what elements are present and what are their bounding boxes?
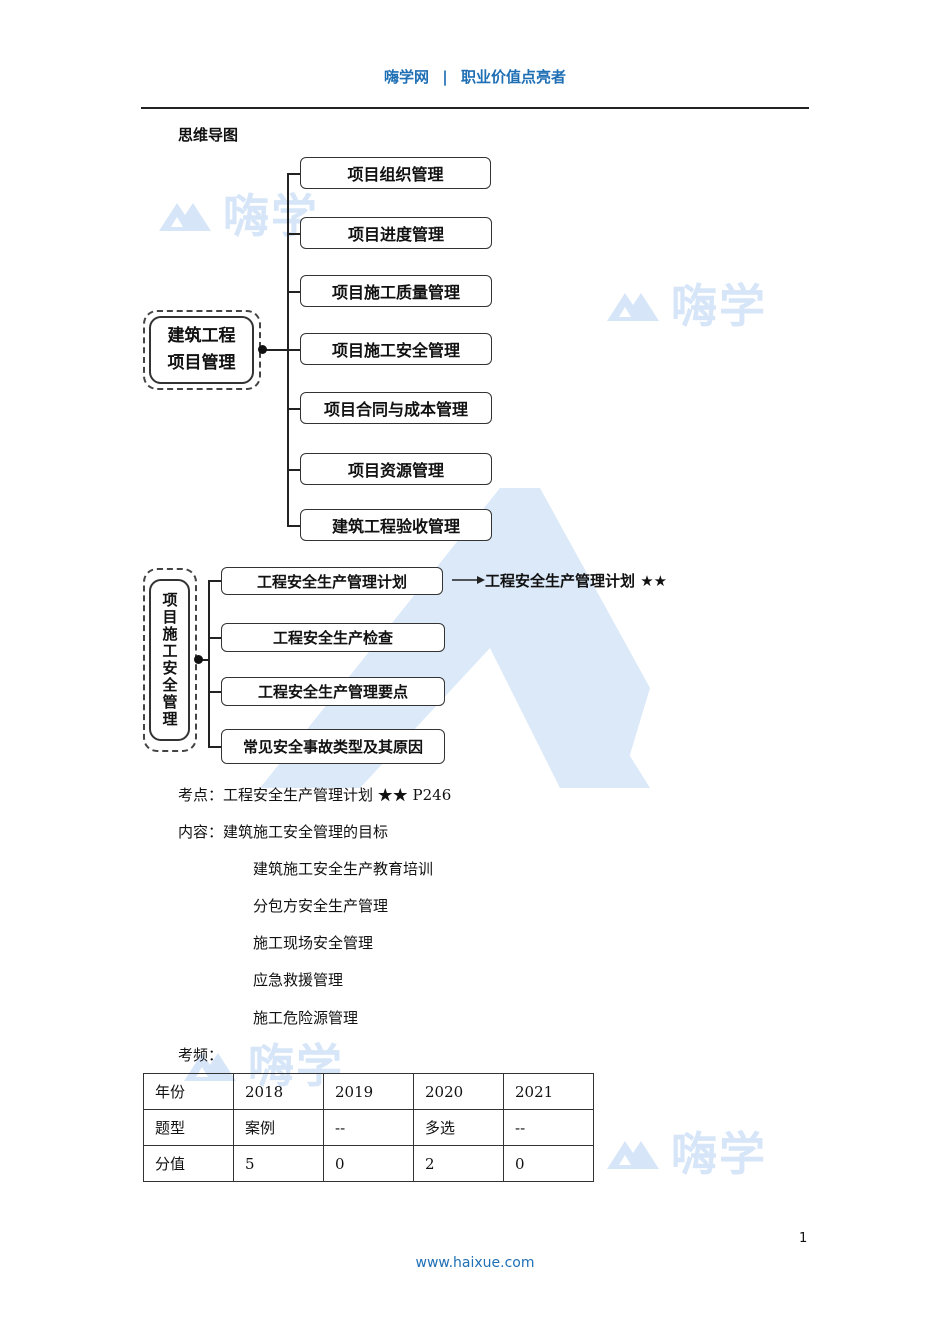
mindmap1-node: 项目施工安全管理 <box>300 333 492 365</box>
mindmap1-node: 项目资源管理 <box>300 453 492 485</box>
table-cell: -- <box>503 1109 594 1146</box>
table-row: 分值 5 0 2 0 <box>143 1145 594 1182</box>
page-number: 1 <box>799 1231 808 1246</box>
mindmap2-root-node: 项目施工安全管理 <box>149 579 190 741</box>
watermark-logo: 嗨学 <box>603 1118 767 1184</box>
mindmap2-node: 工程安全生产检查 <box>221 623 445 652</box>
content-item: 施工现场安全管理 <box>253 934 374 952</box>
table-cell: -- <box>323 1109 414 1146</box>
table-cell: 分值 <box>143 1145 234 1182</box>
header-divider <box>141 107 809 109</box>
branch-line <box>287 525 301 527</box>
brand-slogan: 职业价值点亮者 <box>460 68 566 86</box>
logo-icon <box>607 293 659 321</box>
table-cell: 2018 <box>233 1073 324 1110</box>
branch-line <box>287 173 301 175</box>
watermark-triangle-icon <box>260 488 650 788</box>
branch-line <box>287 233 301 235</box>
trunk-line <box>208 580 210 747</box>
branch-line <box>287 349 301 351</box>
table-cell: 题型 <box>143 1109 234 1146</box>
mindmap2-node: 工程安全生产管理计划 <box>221 567 443 595</box>
mindmap1-node: 项目施工质量管理 <box>300 275 492 307</box>
mindmap2-node: 工程安全生产管理要点 <box>221 677 445 706</box>
table-cell: 0 <box>503 1145 594 1182</box>
connector-dot <box>194 655 203 664</box>
table-cell: 多选 <box>413 1109 504 1146</box>
connector-dot <box>258 345 267 354</box>
branch-line <box>287 408 301 410</box>
table-cell: 0 <box>323 1145 414 1182</box>
mindmap2-node: 常见安全事故类型及其原因 <box>221 729 445 764</box>
table-row: 题型 案例 -- 多选 -- <box>143 1109 594 1146</box>
frequency-table: 年份 2018 2019 2020 2021 题型 案例 -- 多选 -- 分值… <box>143 1073 594 1182</box>
branch-line <box>287 469 301 471</box>
mindmap1-node: 项目进度管理 <box>300 217 492 249</box>
content-item: 施工危险源管理 <box>253 1009 359 1027</box>
branch-line <box>208 637 222 639</box>
mindmap1-node: 项目合同与成本管理 <box>300 392 492 424</box>
kaopin-label: 考频： <box>178 1046 224 1064</box>
logo-icon <box>159 203 211 231</box>
arrow-right-icon <box>452 576 485 584</box>
page-header: 嗨学网 | 职业价值点亮者 <box>0 66 950 87</box>
table-cell: 2021 <box>503 1073 594 1110</box>
table-cell: 2020 <box>413 1073 504 1110</box>
connector-line <box>262 349 288 351</box>
branch-line <box>287 291 301 293</box>
table-row: 年份 2018 2019 2020 2021 <box>143 1073 594 1110</box>
watermark-logo: 嗨学 <box>155 180 319 246</box>
branch-line <box>208 691 222 693</box>
table-cell: 2 <box>413 1145 504 1182</box>
table-cell: 案例 <box>233 1109 324 1146</box>
header-separator: | <box>442 68 448 86</box>
connector-line <box>200 659 209 661</box>
mindmap1-node: 建筑工程验收管理 <box>300 509 492 541</box>
table-cell: 5 <box>233 1145 324 1182</box>
kaodian-line: 考点：工程安全生产管理计划 ★★ P246 <box>178 786 452 804</box>
table-cell: 年份 <box>143 1073 234 1110</box>
content-item: 分包方安全生产管理 <box>253 897 389 915</box>
brand-name: 嗨学网 <box>384 68 430 86</box>
mindmap1-root-node: 建筑工程 项目管理 <box>149 316 254 384</box>
highlight-label: 工程安全生产管理计划 ★★ <box>485 572 668 590</box>
footer-link[interactable]: www.haixue.com <box>415 1255 535 1271</box>
mindmap1-node: 项目组织管理 <box>300 157 491 189</box>
logo-icon <box>607 1141 659 1169</box>
content-item: 建筑施工安全生产教育培训 <box>253 860 434 878</box>
section-title: 思维导图 <box>178 126 239 144</box>
branch-line <box>208 580 222 582</box>
watermark-logo: 嗨学 <box>603 270 767 336</box>
content-item: 应急救援管理 <box>253 971 344 989</box>
table-cell: 2019 <box>323 1073 414 1110</box>
content-line: 内容：建筑施工安全管理的目标 <box>178 823 389 841</box>
branch-line <box>208 746 222 748</box>
